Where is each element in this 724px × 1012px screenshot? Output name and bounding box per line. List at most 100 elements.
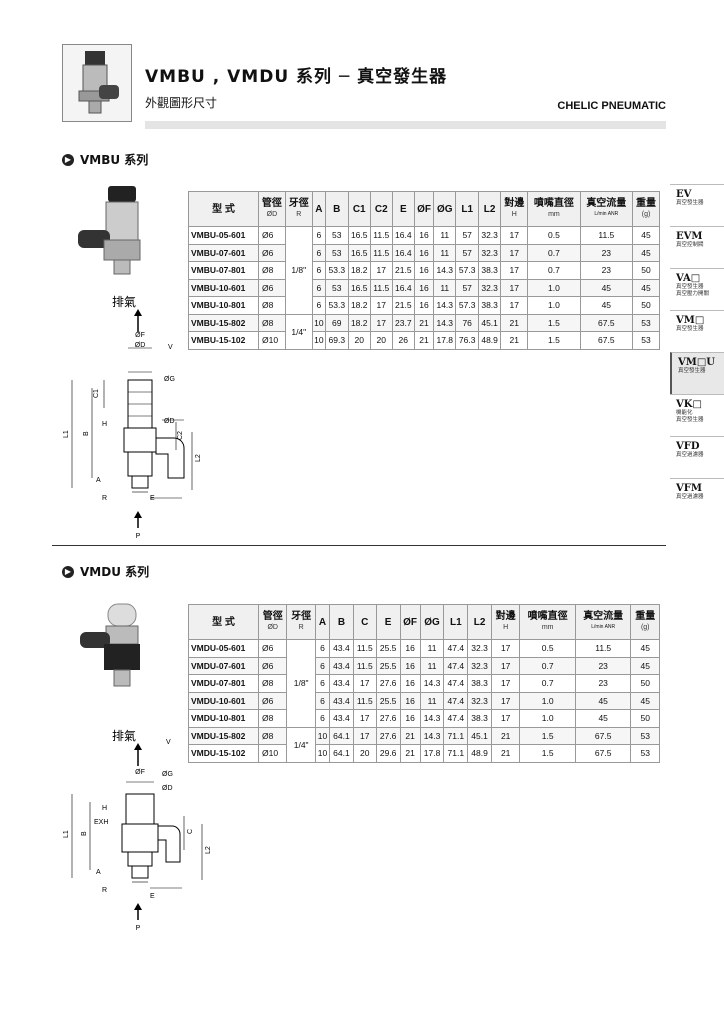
table-cell: 47.4	[443, 709, 469, 728]
table-cell: 53	[630, 726, 660, 745]
table-cell: 17	[490, 639, 521, 658]
table-cell: VMBU-05-601	[188, 226, 259, 245]
table-cell: 26	[391, 331, 416, 350]
table-cell: 23	[579, 261, 634, 280]
table-cell: 0.5	[519, 639, 576, 658]
table-cell: 16.4	[391, 243, 416, 262]
table-cell: Ø10	[258, 331, 286, 350]
table-cell: 6	[311, 226, 327, 245]
vmdu-header-8: ØG	[419, 604, 445, 640]
table-cell: 6	[314, 656, 331, 675]
table-cell: Ø8	[258, 313, 286, 332]
vmbu-header-15: 重量(g)	[632, 191, 660, 227]
table-cell: 53	[325, 278, 349, 297]
product-thumbnail	[62, 44, 132, 122]
vmdu-header-4: B	[329, 604, 354, 640]
table-cell: 53	[632, 313, 660, 332]
side-tab-desc: 真空壓力開關	[676, 291, 710, 297]
table-cell: 43.4	[329, 639, 354, 658]
dim-label-c: C	[187, 829, 194, 834]
table-cell: 50	[632, 296, 660, 315]
side-tab-desc: 機能化	[676, 410, 693, 416]
vmbu-header-10: L1	[455, 191, 479, 227]
table-cell: 25.5	[375, 691, 401, 710]
dim-label-v: V	[168, 344, 173, 351]
side-tab-code: EVM	[676, 231, 703, 242]
table-cell: 10	[311, 331, 327, 350]
side-tab-code: EV	[676, 189, 692, 200]
table-cell: 18.2	[347, 296, 371, 315]
table-cell: 11.5	[579, 226, 634, 245]
table-cell: 67.5	[574, 726, 632, 745]
table-cell: 14.3	[433, 296, 457, 315]
dim-label-c2: C2	[177, 431, 184, 440]
table-cell: Ø8	[257, 709, 288, 728]
table-cell: Ø6	[257, 691, 288, 710]
table-cell: 76.3	[455, 331, 479, 350]
table-cell: 32.3	[467, 639, 492, 658]
dim-label-d: ØD	[135, 342, 146, 349]
table-cell: 18.2	[347, 313, 371, 332]
table-cell: 45.1	[467, 726, 492, 745]
table-cell: 27.6	[375, 709, 401, 728]
side-tab-2[interactable]: VA□真空發生器真空壓力開關	[670, 268, 724, 310]
table-cell: 32.3	[467, 656, 492, 675]
table-cell: 21	[500, 313, 529, 332]
table-cell: 69.3	[325, 331, 349, 350]
table-cell: 16	[399, 709, 421, 728]
table-cell: 45	[630, 639, 660, 658]
dim-label-d2: ØD	[164, 418, 175, 425]
table-cell: Ø8	[257, 726, 288, 745]
vmbu-header-0: 型 式	[188, 191, 259, 227]
table-cell: 48.9	[477, 331, 502, 350]
table-cell: 6	[311, 278, 327, 297]
table-cell: 17.8	[419, 744, 445, 763]
table-cell: 47.4	[443, 674, 469, 693]
table-cell: 10	[311, 313, 327, 332]
table-cell: 21	[490, 744, 521, 763]
page-subtitle: 外觀圖形尺寸	[145, 96, 218, 110]
side-tab-code: VK□	[676, 399, 702, 410]
side-tab-desc: 真空過濾器	[676, 494, 704, 500]
table-cell: 6	[311, 261, 327, 280]
table-cell: Ø6	[257, 656, 288, 675]
table-cell: 32.3	[477, 226, 502, 245]
exhaust-label: 排氣	[112, 729, 136, 743]
dim-label-e: E	[150, 893, 155, 900]
side-tab-code: VM□U	[678, 357, 715, 368]
table-cell: 17.8	[433, 331, 457, 350]
table-cell: VMDU-05-601	[188, 639, 259, 658]
table-cell: 45	[574, 709, 632, 728]
table-cell: VMBU-10-801	[188, 296, 259, 315]
table-cell: 45.1	[477, 313, 502, 332]
table-cell: 45	[579, 278, 634, 297]
table-cell: 1.0	[519, 709, 576, 728]
exhaust-label: 排氣	[112, 295, 136, 309]
table-cell: 76	[455, 313, 479, 332]
table-cell: VMBU-10-601	[188, 278, 259, 297]
vmdu-header-5: C	[352, 604, 377, 640]
table-cell: 16	[413, 278, 435, 297]
table-cell: 32.3	[477, 278, 502, 297]
table-cell: 17	[352, 709, 377, 728]
side-tab-desc: 真空發生器	[676, 200, 704, 206]
table-cell: 14.3	[433, 261, 457, 280]
side-tab-3[interactable]: VM□真空發生器	[670, 310, 724, 352]
side-tab-5[interactable]: VK□機能化真空發生器	[670, 394, 724, 436]
table-cell: 6	[314, 709, 331, 728]
side-tab-code: VA□	[676, 273, 701, 284]
table-cell: 17	[490, 674, 521, 693]
thread-size-cell: 1/8"	[284, 226, 313, 315]
table-cell: VMDU-10-801	[188, 709, 259, 728]
